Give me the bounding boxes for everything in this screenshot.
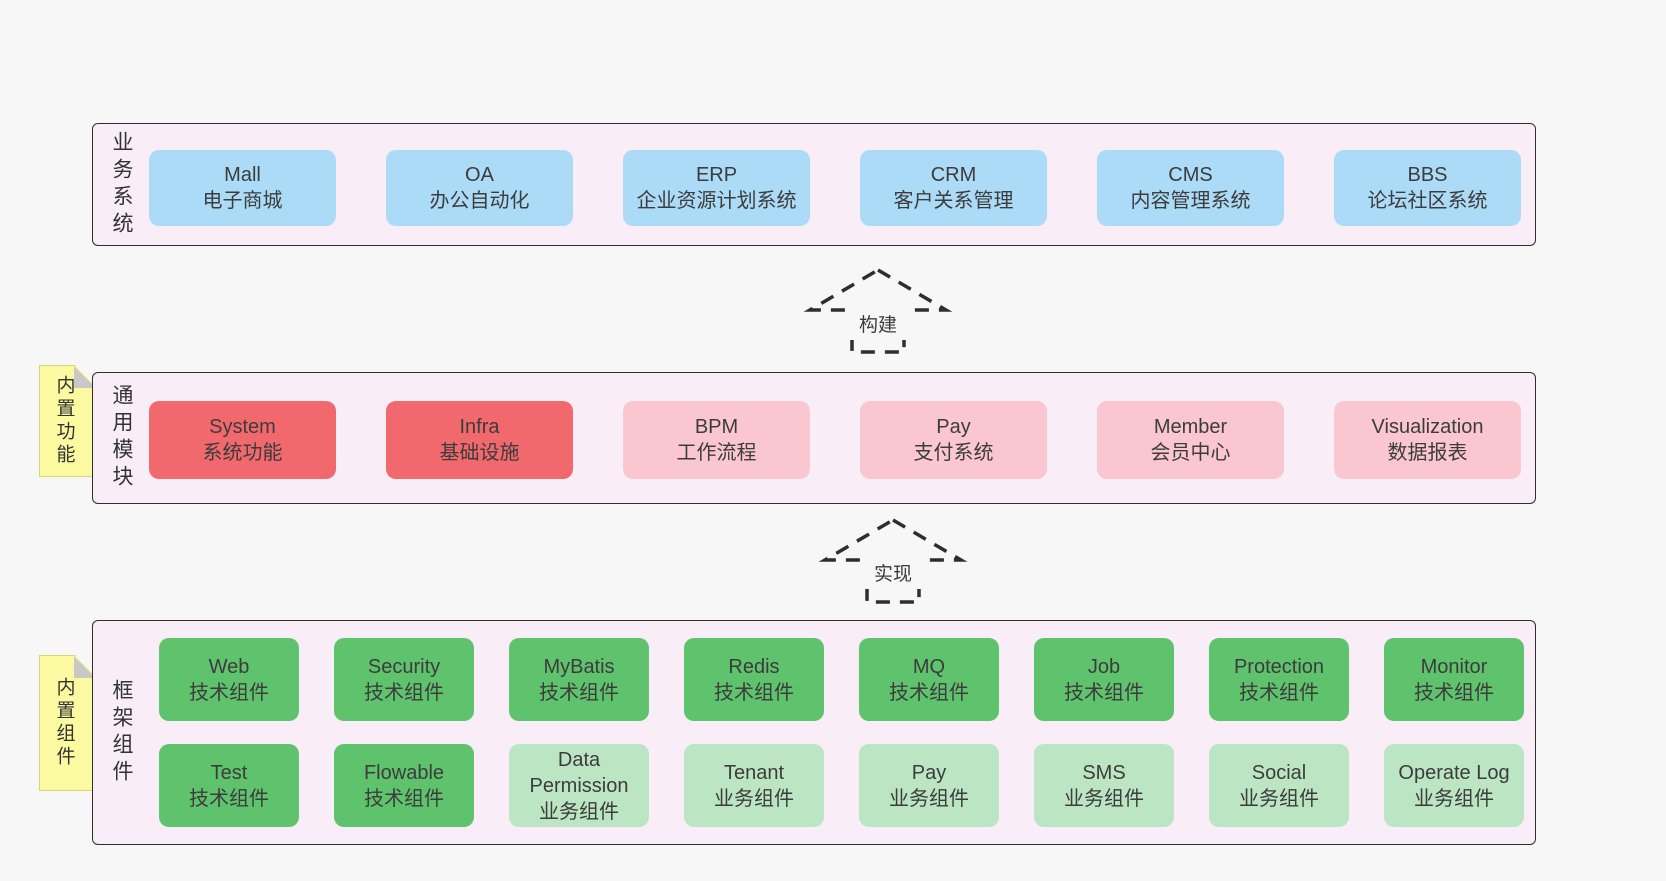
node-name: SMS [1082,761,1126,784]
node-member: Member 会员中心 [1097,401,1284,479]
node-desc: 数据报表 [1387,442,1468,464]
node-social: Social 业务组件 [1209,744,1349,827]
node-desc: 业务组件 [714,787,794,810]
node-name: Pay [911,761,947,784]
node-desc: 企业资源计划系统 [636,190,797,212]
node-name: Test [210,761,248,784]
node-name: MyBatis [543,655,615,678]
node-name: Data Permission [529,748,629,797]
sticky-note-built-in-components: 内置组件 [39,655,97,791]
implement-arrow-label: 实现 [863,556,923,589]
node-bbs: BBS 论坛社区系统 [1334,150,1521,226]
node-desc: 电子商城 [202,190,283,212]
node-desc: 业务组件 [1064,787,1144,810]
node-crm: CRM 客户关系管理 [860,150,1047,226]
layer-title: 通用模块 [110,384,133,492]
layer-common-modules: 通用模块 System 系统功能 Infra 基础设施 BPM 工作流程 Pay… [92,372,1536,504]
node-name: OA [465,164,494,186]
node-name: Redis [728,655,780,678]
layer-framework-components: 框架组件 Web 技术组件 Security 技术组件 MyBatis 技术组件… [92,620,1536,845]
node-desc: 技术组件 [364,681,444,704]
node-name: System [209,416,276,438]
node-pay-biz: Pay 业务组件 [859,744,999,827]
node-name: MQ [912,655,946,678]
sticky-note-label: 内置组件 [53,677,75,769]
layer-title: 业务系统 [110,130,133,239]
implement-arrow-icon [818,517,968,604]
node-name: Social [1251,761,1307,784]
node-name: Security [367,655,441,678]
node-visualization: Visualization 数据报表 [1334,401,1521,479]
node-name: Job [1087,655,1121,678]
node-system: System 系统功能 [149,401,336,479]
node-desc: 技术组件 [1239,681,1319,704]
node-monitor: Monitor 技术组件 [1384,638,1524,721]
node-name: Infra [459,416,500,438]
node-desc: 支付系统 [913,442,994,464]
node-desc: 系统功能 [202,442,283,464]
node-desc: 技术组件 [189,681,269,704]
node-name: Member [1153,416,1228,438]
node-desc: 技术组件 [539,681,619,704]
node-web: Web 技术组件 [159,638,299,721]
node-name: Web [208,655,250,678]
node-data-permission: Data Permission 业务组件 [509,744,649,827]
node-desc: 技术组件 [714,681,794,704]
node-name: BBS [1407,164,1448,186]
node-erp: ERP 企业资源计划系统 [623,150,810,226]
sticky-note-built-in-features: 内置功能 [39,365,97,477]
node-flowable: Flowable 技术组件 [334,744,474,827]
node-protection: Protection 技术组件 [1209,638,1349,721]
node-desc: 业务组件 [1414,787,1494,810]
node-name: Protection [1233,655,1325,678]
node-name: Mall [224,164,261,186]
node-infra: Infra 基础设施 [386,401,573,479]
node-bpm: BPM 工作流程 [623,401,810,479]
node-desc: 技术组件 [364,787,444,810]
node-sms: SMS 业务组件 [1034,744,1174,827]
layer-business-systems: 业务系统 Mall 电子商城 OA 办公自动化 ERP 企业资源计划系统 CRM… [92,123,1536,246]
node-desc: 工作流程 [676,442,757,464]
sticky-note-label: 内置功能 [53,375,75,467]
node-oa: OA 办公自动化 [386,150,573,226]
node-tenant: Tenant 业务组件 [684,744,824,827]
node-name: Visualization [1371,416,1484,438]
node-desc: 技术组件 [889,681,969,704]
node-job: Job 技术组件 [1034,638,1174,721]
node-pay: Pay 支付系统 [860,401,1047,479]
node-desc: 论坛社区系统 [1367,190,1488,212]
node-desc: 内容管理系统 [1130,190,1251,212]
build-arrow-label: 构建 [848,307,908,340]
node-desc: 技术组件 [1064,681,1144,704]
node-desc: 业务组件 [539,800,619,823]
node-name: BPM [694,416,739,438]
node-name: ERP [695,164,738,186]
build-arrow-icon [803,267,953,354]
node-desc: 技术组件 [1414,681,1494,704]
node-name: Pay [936,416,971,438]
node-name: CMS [1168,164,1213,186]
node-redis: Redis 技术组件 [684,638,824,721]
node-name: Operate Log [1398,761,1510,784]
node-desc: 基础设施 [439,442,520,464]
node-security: Security 技术组件 [334,638,474,721]
node-test: Test 技术组件 [159,744,299,827]
layer-title: 框架组件 [110,678,133,787]
node-desc: 业务组件 [889,787,969,810]
node-name: CRM [930,164,977,186]
node-name: Tenant [723,761,785,784]
node-desc: 业务组件 [1239,787,1319,810]
node-desc: 客户关系管理 [893,190,1014,212]
node-operate-log: Operate Log 业务组件 [1384,744,1524,827]
node-name: Flowable [363,761,445,784]
node-name: Monitor [1420,655,1488,678]
node-mybatis: MyBatis 技术组件 [509,638,649,721]
node-mall: Mall 电子商城 [149,150,336,226]
node-cms: CMS 内容管理系统 [1097,150,1284,226]
node-mq: MQ 技术组件 [859,638,999,721]
node-desc: 会员中心 [1150,442,1231,464]
node-desc: 办公自动化 [429,190,530,212]
node-desc: 技术组件 [189,787,269,810]
